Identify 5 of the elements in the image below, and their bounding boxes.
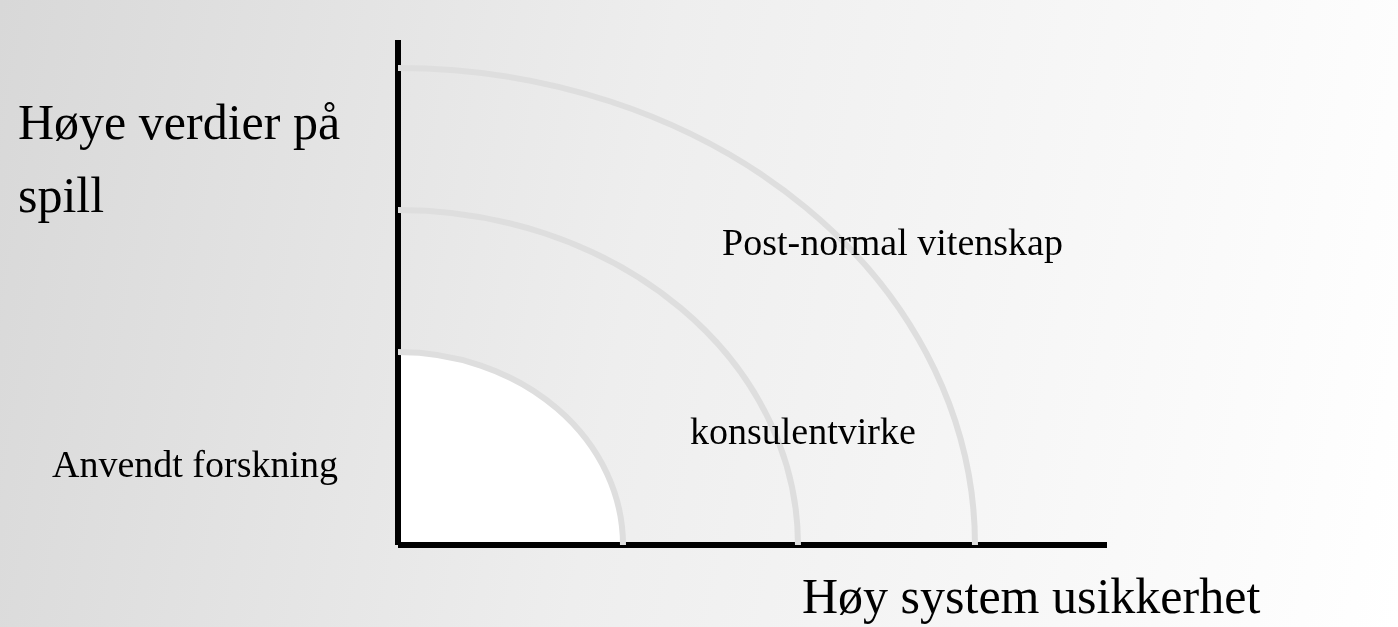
axis-label: Høy system usikkerhet: [802, 567, 1261, 626]
region-label: Post-normal vitenskap: [722, 220, 1063, 265]
axis-label: Høye verdier på spill: [18, 93, 342, 225]
region-label: Anvendt forskning: [52, 442, 339, 487]
region-label: konsulentvirke: [690, 409, 916, 454]
